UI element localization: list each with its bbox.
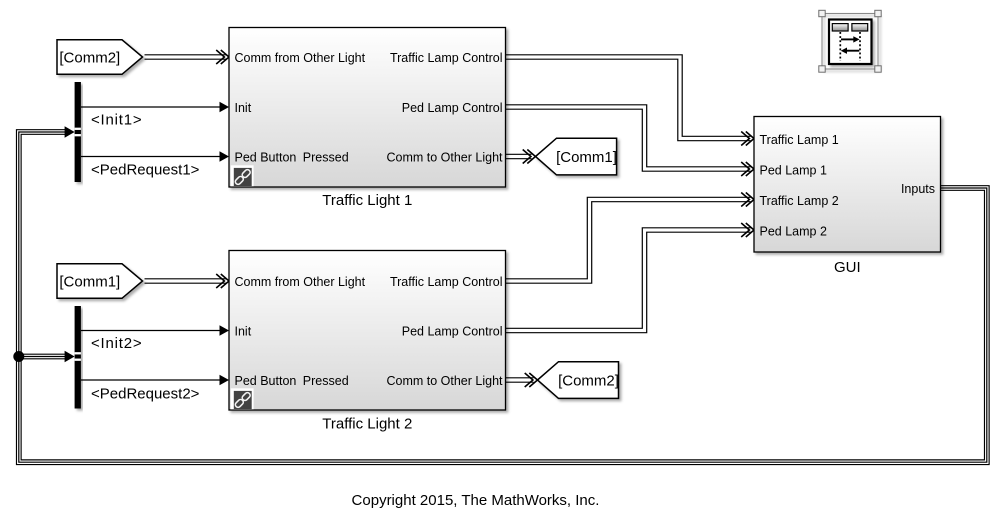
svg-text:[Comm1]: [Comm1] bbox=[59, 273, 120, 290]
svg-text:Ped Button: Ped Button bbox=[235, 151, 297, 165]
svg-text:Copyright 2015, The MathWorks,: Copyright 2015, The MathWorks, Inc. bbox=[352, 492, 600, 509]
svg-text:Traffic Lamp Control: Traffic Lamp Control bbox=[390, 51, 503, 65]
svg-text:<Init2>: <Init2> bbox=[91, 335, 142, 352]
svg-text:Inputs: Inputs bbox=[901, 182, 935, 196]
svg-text:Traffic Lamp 2: Traffic Lamp 2 bbox=[760, 194, 839, 208]
svg-text:Ped Lamp 2: Ped Lamp 2 bbox=[760, 224, 827, 238]
svg-text:Traffic Lamp 1: Traffic Lamp 1 bbox=[760, 133, 839, 147]
svg-text:<PedRequest2>: <PedRequest2> bbox=[91, 385, 200, 402]
svg-text:[Comm1]: [Comm1] bbox=[556, 149, 617, 166]
svg-text:[Comm2]: [Comm2] bbox=[558, 372, 619, 389]
svg-text:Traffic Light 2: Traffic Light 2 bbox=[322, 415, 412, 432]
svg-text:Ped Lamp 1: Ped Lamp 1 bbox=[760, 163, 827, 177]
svg-text:Traffic Light 1: Traffic Light 1 bbox=[322, 192, 412, 209]
svg-text:<Init1>: <Init1> bbox=[91, 112, 142, 129]
svg-text:Comm to Other Light: Comm to Other Light bbox=[386, 374, 503, 388]
svg-text:Comm to Other Light: Comm to Other Light bbox=[386, 151, 503, 165]
svg-text:Pressed: Pressed bbox=[303, 151, 349, 165]
svg-text:Ped Button: Ped Button bbox=[235, 374, 297, 388]
svg-text:Pressed: Pressed bbox=[303, 374, 349, 388]
svg-text:[Comm2]: [Comm2] bbox=[59, 49, 120, 66]
svg-text:Init: Init bbox=[235, 325, 252, 339]
svg-text:Comm from Other Light: Comm from Other Light bbox=[235, 51, 366, 65]
svg-text:Comm from Other Light: Comm from Other Light bbox=[235, 275, 366, 289]
svg-text:Init: Init bbox=[235, 101, 252, 115]
svg-text:GUI: GUI bbox=[834, 259, 861, 276]
svg-text:<PedRequest1>: <PedRequest1> bbox=[91, 162, 200, 179]
svg-text:Traffic Lamp Control: Traffic Lamp Control bbox=[390, 275, 503, 289]
svg-text:Ped Lamp Control: Ped Lamp Control bbox=[402, 101, 503, 115]
svg-text:Ped Lamp Control: Ped Lamp Control bbox=[402, 325, 503, 339]
